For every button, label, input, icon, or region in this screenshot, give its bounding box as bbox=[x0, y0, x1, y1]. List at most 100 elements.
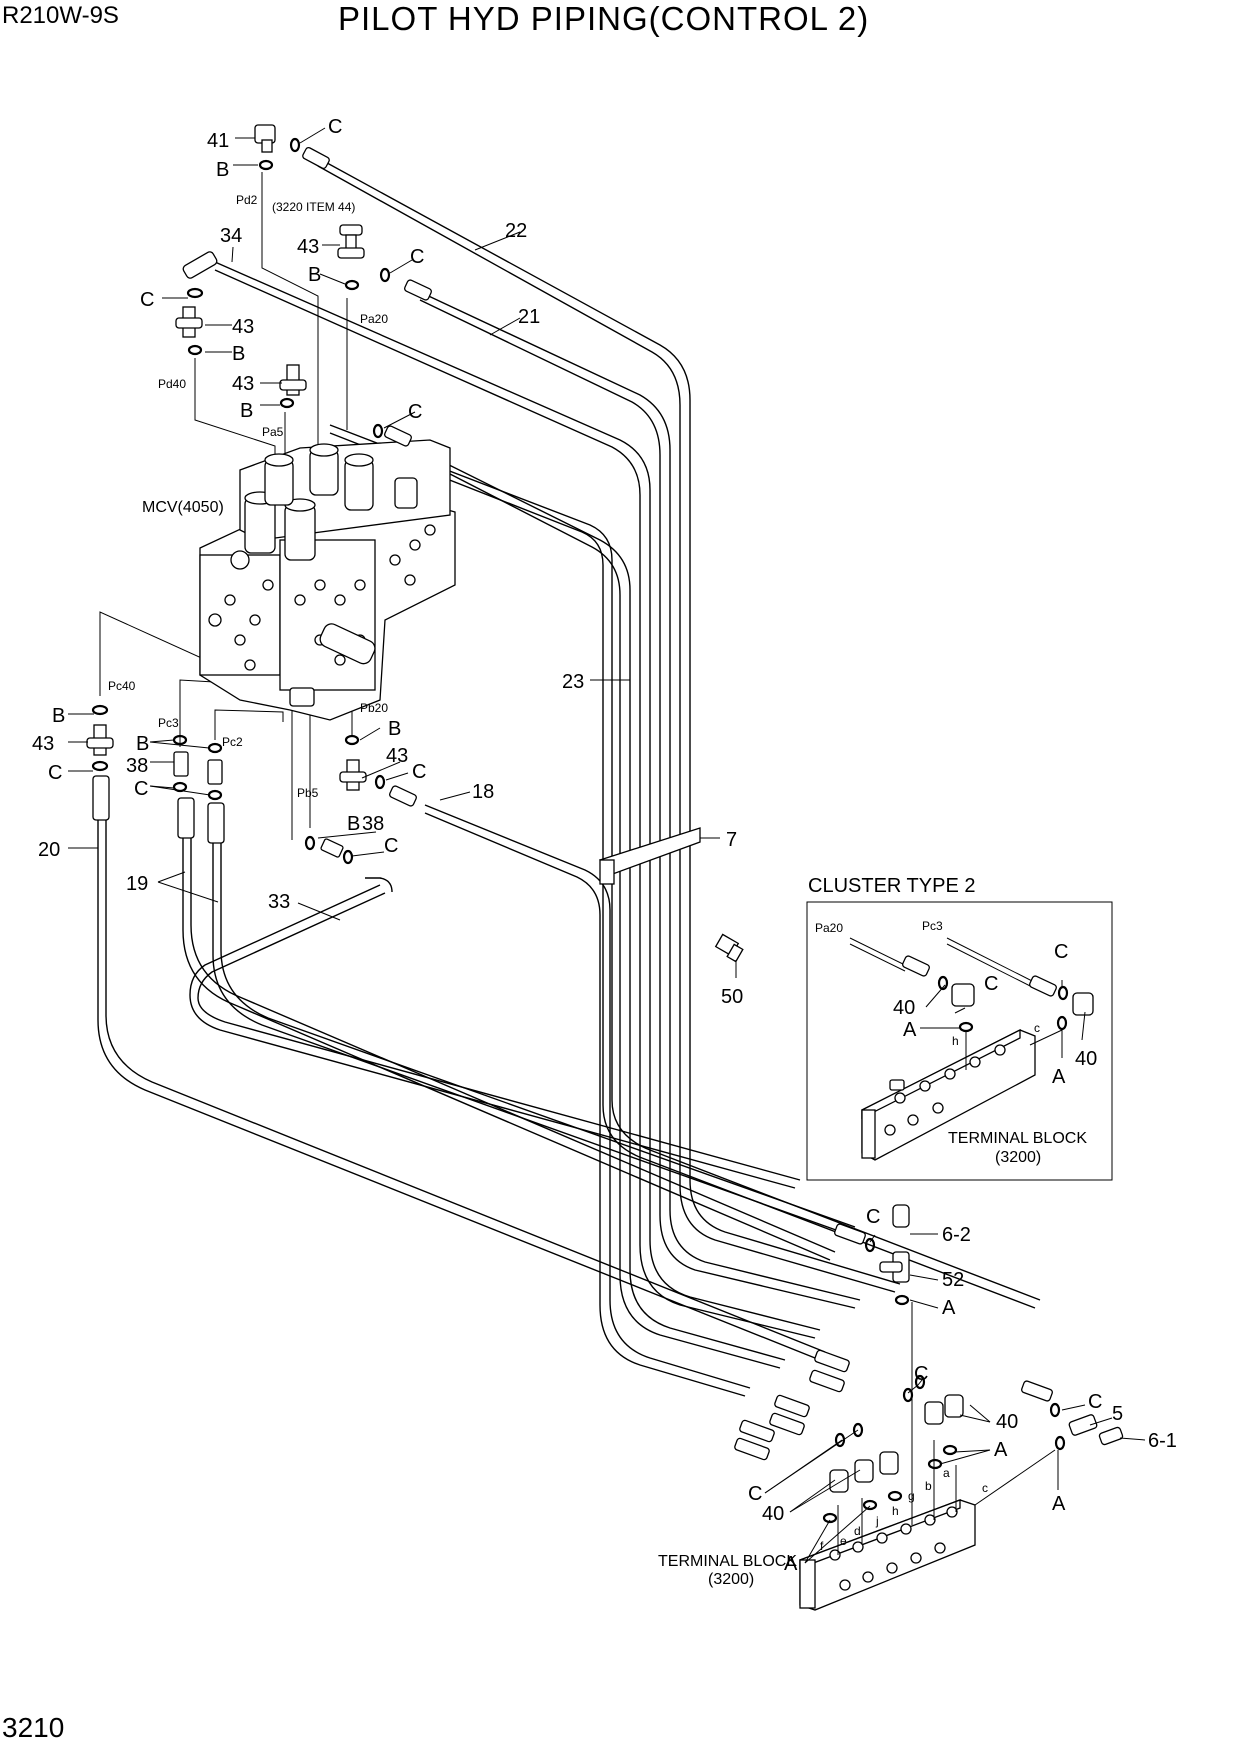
hose-34 bbox=[214, 261, 821, 1339]
port-pc3: Pc3 bbox=[922, 919, 943, 933]
clamp-7 bbox=[598, 827, 701, 885]
callout-40: 40 bbox=[893, 997, 915, 1019]
model-number: R210W-9S bbox=[2, 2, 119, 29]
callout-43: 43 bbox=[232, 316, 254, 338]
port-f: f bbox=[820, 1539, 824, 1553]
port-h: h bbox=[892, 1504, 899, 1518]
callout-5: 5 bbox=[1112, 1403, 1123, 1425]
callout-c: C bbox=[410, 246, 424, 268]
hose-23 bbox=[414, 447, 786, 1369]
callout-c: C bbox=[1088, 1391, 1102, 1413]
callout-40: 40 bbox=[1075, 1048, 1097, 1070]
callout-b: B bbox=[240, 400, 253, 422]
hose-33 bbox=[189, 877, 801, 1189]
inset-terminal-block: TERMINAL BLOCK bbox=[948, 1130, 1087, 1147]
page-number: 3210 bbox=[2, 1712, 65, 1743]
callout-38: 38 bbox=[362, 813, 384, 835]
callout-c: C bbox=[984, 973, 998, 995]
callout-7: 7 bbox=[726, 829, 737, 851]
callout-34: 34 bbox=[220, 225, 242, 247]
callout-c: C bbox=[48, 762, 62, 784]
main-control-valve bbox=[199, 439, 456, 721]
port-j: j bbox=[875, 1514, 879, 1528]
page-title: PILOT HYD PIPING(CONTROL 2) bbox=[338, 0, 870, 37]
port-pc3: Pc3 bbox=[158, 716, 179, 730]
terminal-block bbox=[799, 1302, 1056, 1611]
hose-18 bbox=[424, 804, 751, 1397]
port-h: h bbox=[952, 1034, 959, 1048]
hose-21 bbox=[419, 291, 861, 1309]
callout-40: 40 bbox=[996, 1411, 1018, 1433]
port-g: g bbox=[908, 1489, 915, 1503]
port-pa20: Pa20 bbox=[360, 312, 388, 326]
leader-lines bbox=[68, 127, 1146, 1564]
port-b: b bbox=[925, 1479, 932, 1493]
inset-cluster-type-2 bbox=[806, 901, 1113, 1181]
terminal-block-label: TERMINAL BLOCK bbox=[658, 1553, 797, 1570]
callout-a: A bbox=[1052, 1493, 1066, 1515]
note-mcv: MCV(4050) bbox=[142, 499, 224, 516]
callout-38: 38 bbox=[126, 755, 148, 777]
callout-c: C bbox=[748, 1483, 762, 1505]
port-pa5: Pa5 bbox=[262, 425, 284, 439]
callout-b: B bbox=[52, 705, 65, 727]
fittings bbox=[86, 124, 1124, 1493]
port-e: e bbox=[840, 1534, 847, 1548]
callout-52: 52 bbox=[942, 1269, 964, 1291]
callout-33: 33 bbox=[268, 891, 290, 913]
callout-labels: 41 C B Pd2 (3220 ITEM 44) 22 34 43 C B C… bbox=[32, 116, 1177, 1588]
port-c: c bbox=[982, 1481, 988, 1495]
callout-40: 40 bbox=[762, 1503, 784, 1525]
callout-a: A bbox=[994, 1439, 1008, 1461]
callout-43: 43 bbox=[297, 236, 319, 258]
inset-title: CLUSTER TYPE 2 bbox=[808, 875, 975, 897]
hose-ends-lower bbox=[734, 1349, 850, 1461]
callout-23: 23 bbox=[562, 671, 584, 693]
note-item-44: (3220 ITEM 44) bbox=[272, 200, 355, 214]
port-pc40: Pc40 bbox=[108, 679, 136, 693]
callout-c: C bbox=[1054, 941, 1068, 963]
callout-b: B bbox=[388, 718, 401, 740]
bolt-50 bbox=[714, 933, 744, 963]
callout-41: 41 bbox=[207, 130, 229, 152]
callout-19: 19 bbox=[126, 873, 148, 895]
inset-terminal-block-ref: (3200) bbox=[995, 1149, 1041, 1166]
hose-cluster-upper bbox=[329, 424, 1041, 1309]
callout-b: B bbox=[308, 264, 321, 286]
port-d: d bbox=[854, 1524, 861, 1538]
port-pb5: Pb5 bbox=[297, 786, 319, 800]
callout-c: C bbox=[408, 401, 422, 423]
callout-c: C bbox=[412, 761, 426, 783]
callout-c: C bbox=[328, 116, 342, 138]
callout-c: C bbox=[914, 1363, 928, 1385]
callout-c: C bbox=[140, 289, 154, 311]
callout-c: C bbox=[134, 778, 148, 800]
callout-c: C bbox=[866, 1206, 880, 1228]
callout-a: A bbox=[784, 1553, 798, 1575]
callout-18: 18 bbox=[472, 781, 494, 803]
callout-20: 20 bbox=[38, 839, 60, 861]
hose-20 bbox=[97, 820, 826, 1361]
port-a: a bbox=[943, 1466, 950, 1480]
port-pc2: Pc2 bbox=[222, 735, 243, 749]
port-pb20: Pb20 bbox=[360, 701, 388, 715]
callout-a: A bbox=[942, 1297, 956, 1319]
callout-b: B bbox=[216, 159, 229, 181]
port-pa20: Pa20 bbox=[815, 921, 843, 935]
callout-43: 43 bbox=[386, 745, 408, 767]
callout-43: 43 bbox=[32, 733, 54, 755]
hose-19 bbox=[182, 838, 856, 1261]
callout-21: 21 bbox=[518, 306, 540, 328]
callout-22: 22 bbox=[505, 220, 527, 242]
callout-b: B bbox=[347, 813, 360, 835]
port-c: c bbox=[1034, 1021, 1040, 1035]
callout-6-1: 6-1 bbox=[1148, 1430, 1177, 1452]
terminal-block-ref: (3200) bbox=[708, 1571, 754, 1588]
callout-c: C bbox=[384, 835, 398, 857]
callout-43: 43 bbox=[232, 373, 254, 395]
hose-22 bbox=[317, 157, 901, 1293]
callout-a: A bbox=[1052, 1066, 1066, 1088]
callout-b: B bbox=[136, 733, 149, 755]
